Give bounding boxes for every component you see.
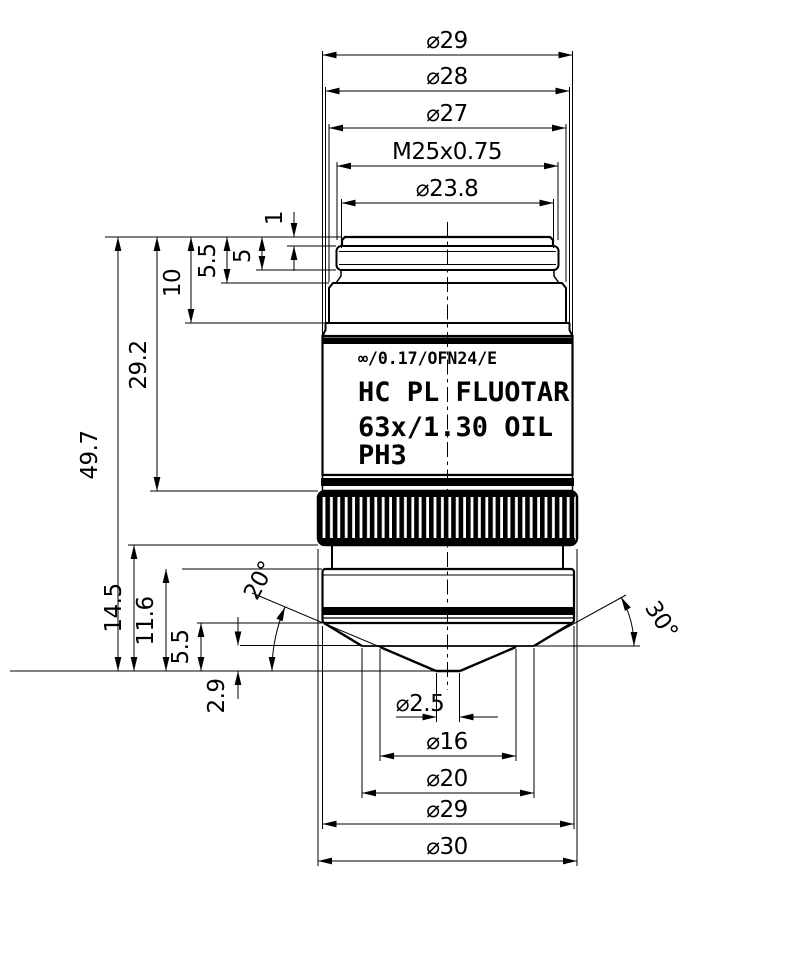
dim-front-lens: ⌀2.5 <box>396 691 444 717</box>
dims-left-upper <box>105 212 342 671</box>
dim-11-6: 11.6 <box>133 596 159 645</box>
dim-5: 5 <box>230 249 256 263</box>
dim-2-9: 2.9 <box>204 678 230 713</box>
bottom-ring-band <box>322 607 574 615</box>
dims-top <box>322 51 573 335</box>
dim-d28: ⌀28 <box>426 64 468 90</box>
dim-d27: ⌀27 <box>426 101 468 127</box>
thread-flare-left <box>335 270 342 284</box>
engraving-phase-line: PH3 <box>358 440 407 471</box>
dim-14-5: 14.5 <box>101 583 127 632</box>
dim-1: 1 <box>262 211 288 225</box>
dim-29-2: 29.2 <box>126 340 152 389</box>
thread-flare-right <box>553 270 560 284</box>
engraving-magnification-line: 63x/1.30 OIL <box>358 412 553 443</box>
dim-thread: M25x0.75 <box>392 139 502 165</box>
barrel-engraving: ∞/0.17/OFN24/E HC PL FLUOTAR 63x/1.30 OI… <box>358 349 570 471</box>
dim-5-5-top: 5.5 <box>195 243 221 278</box>
dims-bottom <box>317 549 578 866</box>
engraving-spec-line: ∞/0.17/OFN24/E <box>358 349 497 368</box>
dim-d16: ⌀16 <box>426 729 468 755</box>
dim-d20: ⌀20 <box>426 766 468 792</box>
dim-d29-top: ⌀29 <box>426 28 468 54</box>
dim-d29-bottom: ⌀29 <box>426 797 468 823</box>
reference-lines <box>10 222 640 690</box>
dims-angles <box>251 592 638 672</box>
dim-d23-8: ⌀23.8 <box>416 176 479 202</box>
dim-10: 10 <box>160 269 186 297</box>
dim-overall-length: 49.7 <box>77 430 103 479</box>
dim-5-5-bottom: 5.5 <box>168 629 194 664</box>
engraving-series-line: HC PL FLUOTAR <box>358 377 570 408</box>
dims-left-lower <box>128 544 322 699</box>
dim-d30: ⌀30 <box>426 834 468 860</box>
